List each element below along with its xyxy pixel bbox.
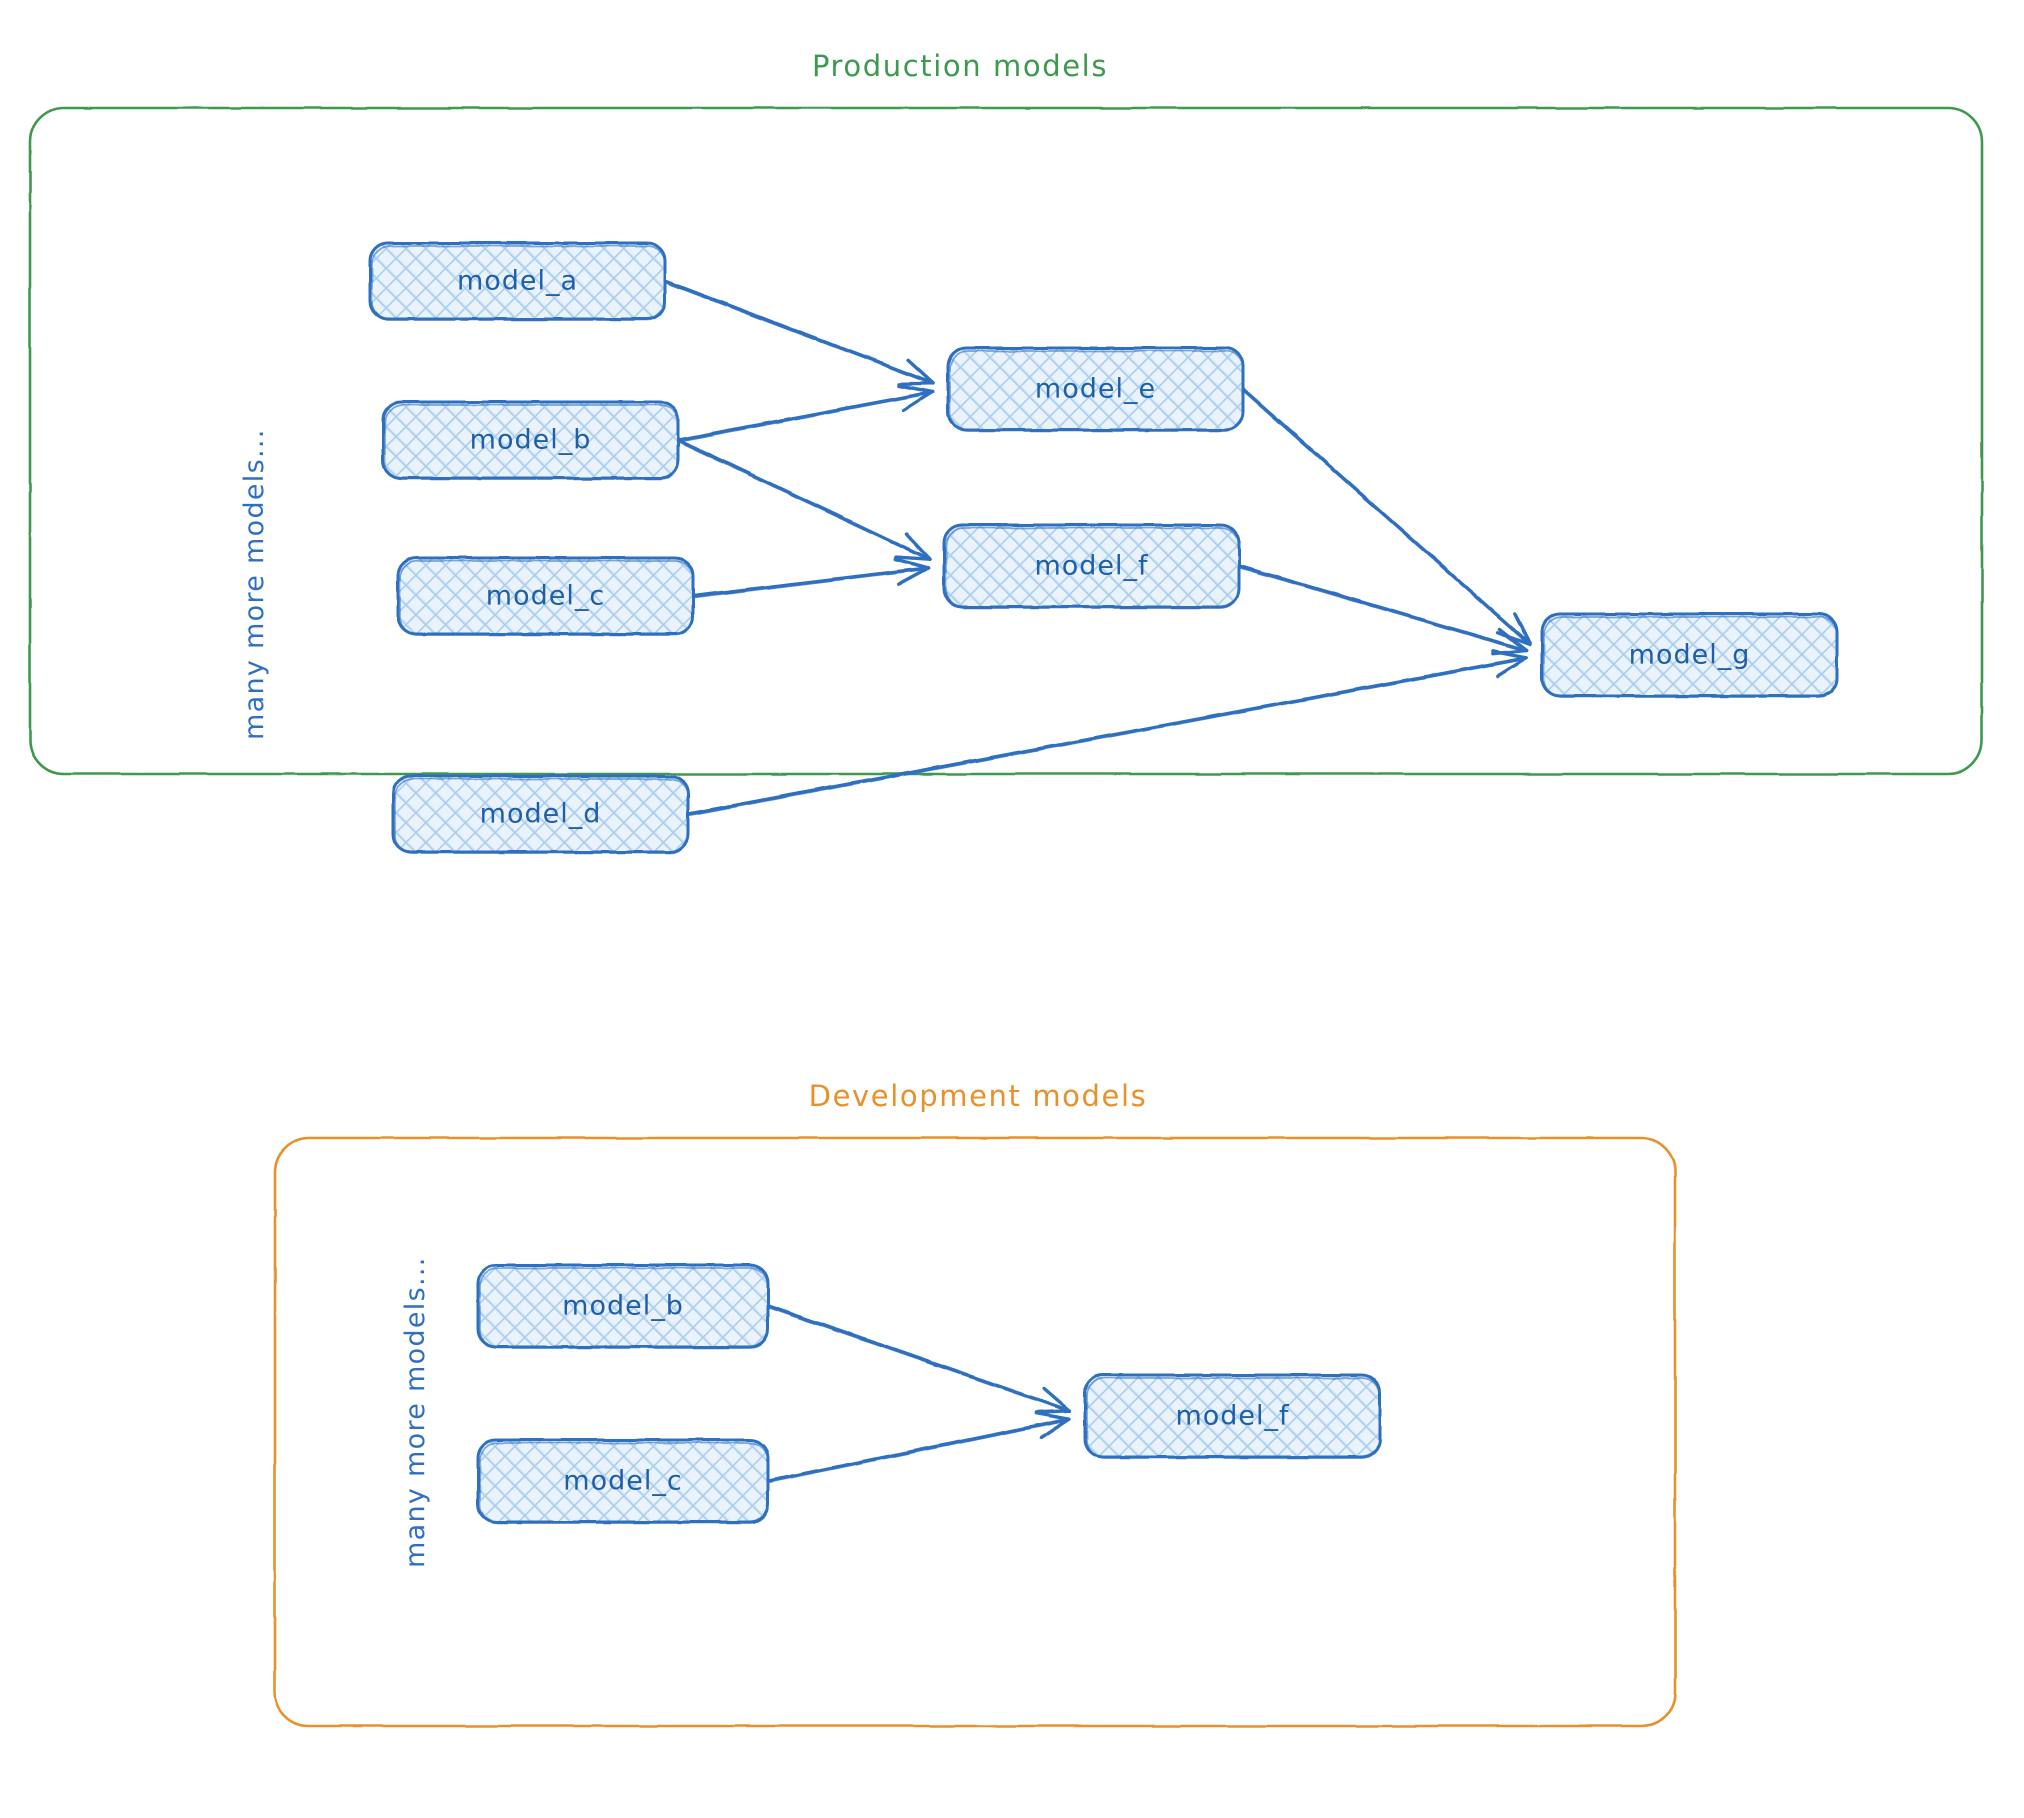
edge-model_f-to-model_g (1237, 564, 1529, 656)
group-title-development: Development models (808, 1079, 1148, 1113)
node-dev_model_f[interactable] (1083, 1373, 1382, 1459)
node-model_b[interactable] (381, 400, 680, 480)
node-model_a[interactable] (368, 241, 667, 321)
group-title-production: Production models (811, 49, 1109, 83)
node-model_e[interactable] (946, 346, 1245, 432)
group-frames (28, 106, 1984, 1728)
edge-layer (663, 279, 1532, 1484)
node-model_d[interactable] (391, 774, 690, 854)
edge-model_c-to-model_f (691, 557, 930, 599)
node-model_g[interactable] (1540, 612, 1839, 698)
side-note-development: many more models... (400, 1256, 431, 1568)
edge-model_d-to-model_g (686, 649, 1528, 817)
edge-model_b-to-model_e (676, 383, 934, 443)
edge-dev_model_b-to-dev_model_f (766, 1304, 1072, 1415)
node-dev_model_c[interactable] (476, 1438, 770, 1524)
node-model_f[interactable] (942, 523, 1241, 609)
group-frame-development (273, 1136, 1677, 1728)
node-dev_model_b[interactable] (476, 1263, 770, 1349)
edge-model_a-to-model_e (663, 279, 935, 386)
edge-model_b-to-model_f (676, 438, 932, 562)
side-note-production: many more models... (239, 428, 270, 740)
edge-dev_model_c-to-dev_model_f (766, 1411, 1072, 1484)
group-frame-production (28, 106, 1984, 776)
edge-model_e-to-model_g (1241, 387, 1532, 647)
node-model_c[interactable] (396, 556, 695, 636)
node-layer (368, 241, 1839, 1524)
